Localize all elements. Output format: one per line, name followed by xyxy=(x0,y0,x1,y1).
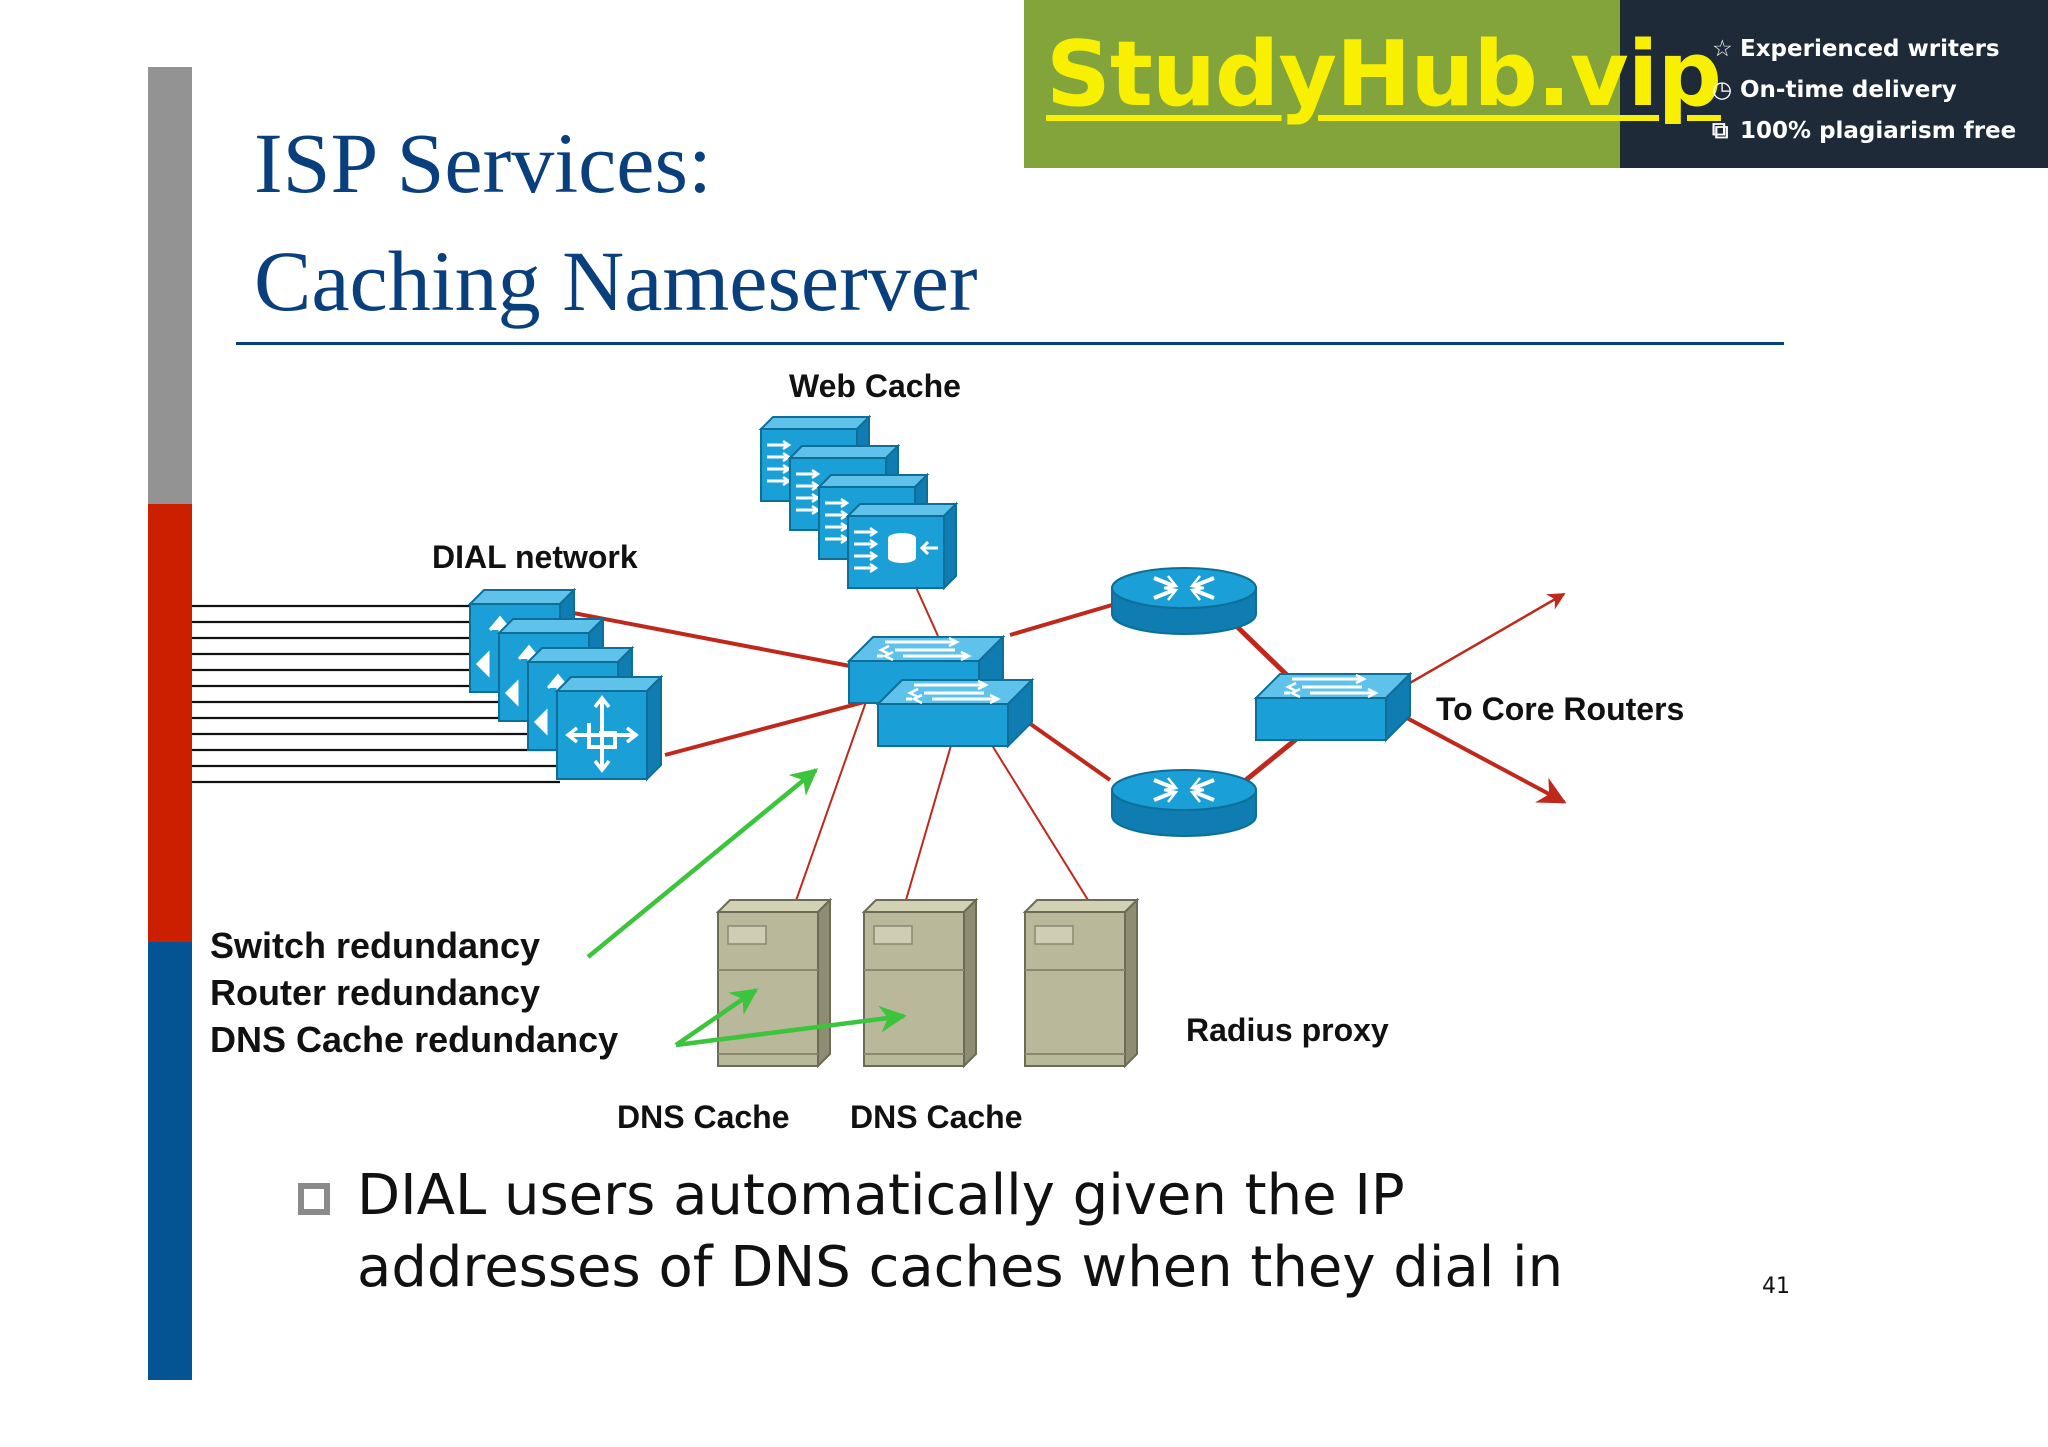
perk-item: ☆ Experienced writers xyxy=(1712,28,2016,69)
router-redundancy-label: Router redundancy xyxy=(210,972,540,1013)
core-routers-label: To Core Routers xyxy=(1436,691,1684,727)
router-1 xyxy=(1110,566,1258,636)
perk-item: ◷ On-time delivery xyxy=(1712,69,2016,110)
brand-logo: StudyHub.vip xyxy=(1046,22,1722,127)
perk-text: 100% plagiarism free xyxy=(1740,117,2017,144)
dial-access-servers xyxy=(469,589,662,780)
web-cache-stack xyxy=(759,415,958,590)
accent-bar-red xyxy=(148,504,192,942)
web-cache-label: Web Cache xyxy=(789,368,961,404)
title-underline xyxy=(236,342,1784,345)
perk-text: On-time delivery xyxy=(1740,76,1957,103)
switch-redundancy-label: Switch redundancy xyxy=(210,925,540,966)
slide-title-line-2: Caching Nameserver xyxy=(254,233,978,329)
star-icon: ☆ xyxy=(1712,35,1733,62)
dns-cache-server-1 xyxy=(717,899,831,1067)
perk-item: ⧉ 100% plagiarism free xyxy=(1712,110,2016,151)
accent-bar-gray xyxy=(148,67,192,504)
perks-list: ☆ Experienced writers ◷ On-time delivery… xyxy=(1712,28,2016,151)
watermark-banner[interactable]: StudyHub.vip ☆ Experienced writers ◷ On-… xyxy=(1024,0,2048,168)
copy-icon: ⧉ xyxy=(1712,117,1729,144)
slide-title-line-1: ISP Services: xyxy=(254,115,712,211)
banner-perks-panel xyxy=(1620,0,2048,168)
dns-cache-server-2 xyxy=(863,899,977,1067)
bullet-text: DIAL users automatically given the IP ad… xyxy=(357,1163,1564,1300)
core-switch xyxy=(1254,672,1412,742)
dial-lines xyxy=(192,604,560,784)
router-2 xyxy=(1110,768,1258,838)
dns-cache-redundancy-label: DNS Cache redundancy xyxy=(210,1019,618,1060)
perk-text: Experienced writers xyxy=(1740,35,2000,62)
page-number: 41 xyxy=(1762,1274,1790,1299)
bullet-square-icon xyxy=(298,1183,330,1215)
dns-cache-label-1: DNS Cache xyxy=(617,1099,790,1135)
network-links xyxy=(567,584,1567,913)
redundancy-arrows xyxy=(586,768,907,1048)
radius-proxy-server xyxy=(1024,899,1138,1067)
clock-icon: ◷ xyxy=(1712,76,1733,103)
banner-brand-panel xyxy=(1024,0,1662,168)
switch-2 xyxy=(876,678,1034,748)
dns-cache-label-2: DNS Cache xyxy=(850,1099,1023,1135)
accent-bar-blue xyxy=(148,942,192,1380)
dial-network-label: DIAL network xyxy=(432,539,638,575)
radius-proxy-label: Radius proxy xyxy=(1186,1012,1389,1048)
